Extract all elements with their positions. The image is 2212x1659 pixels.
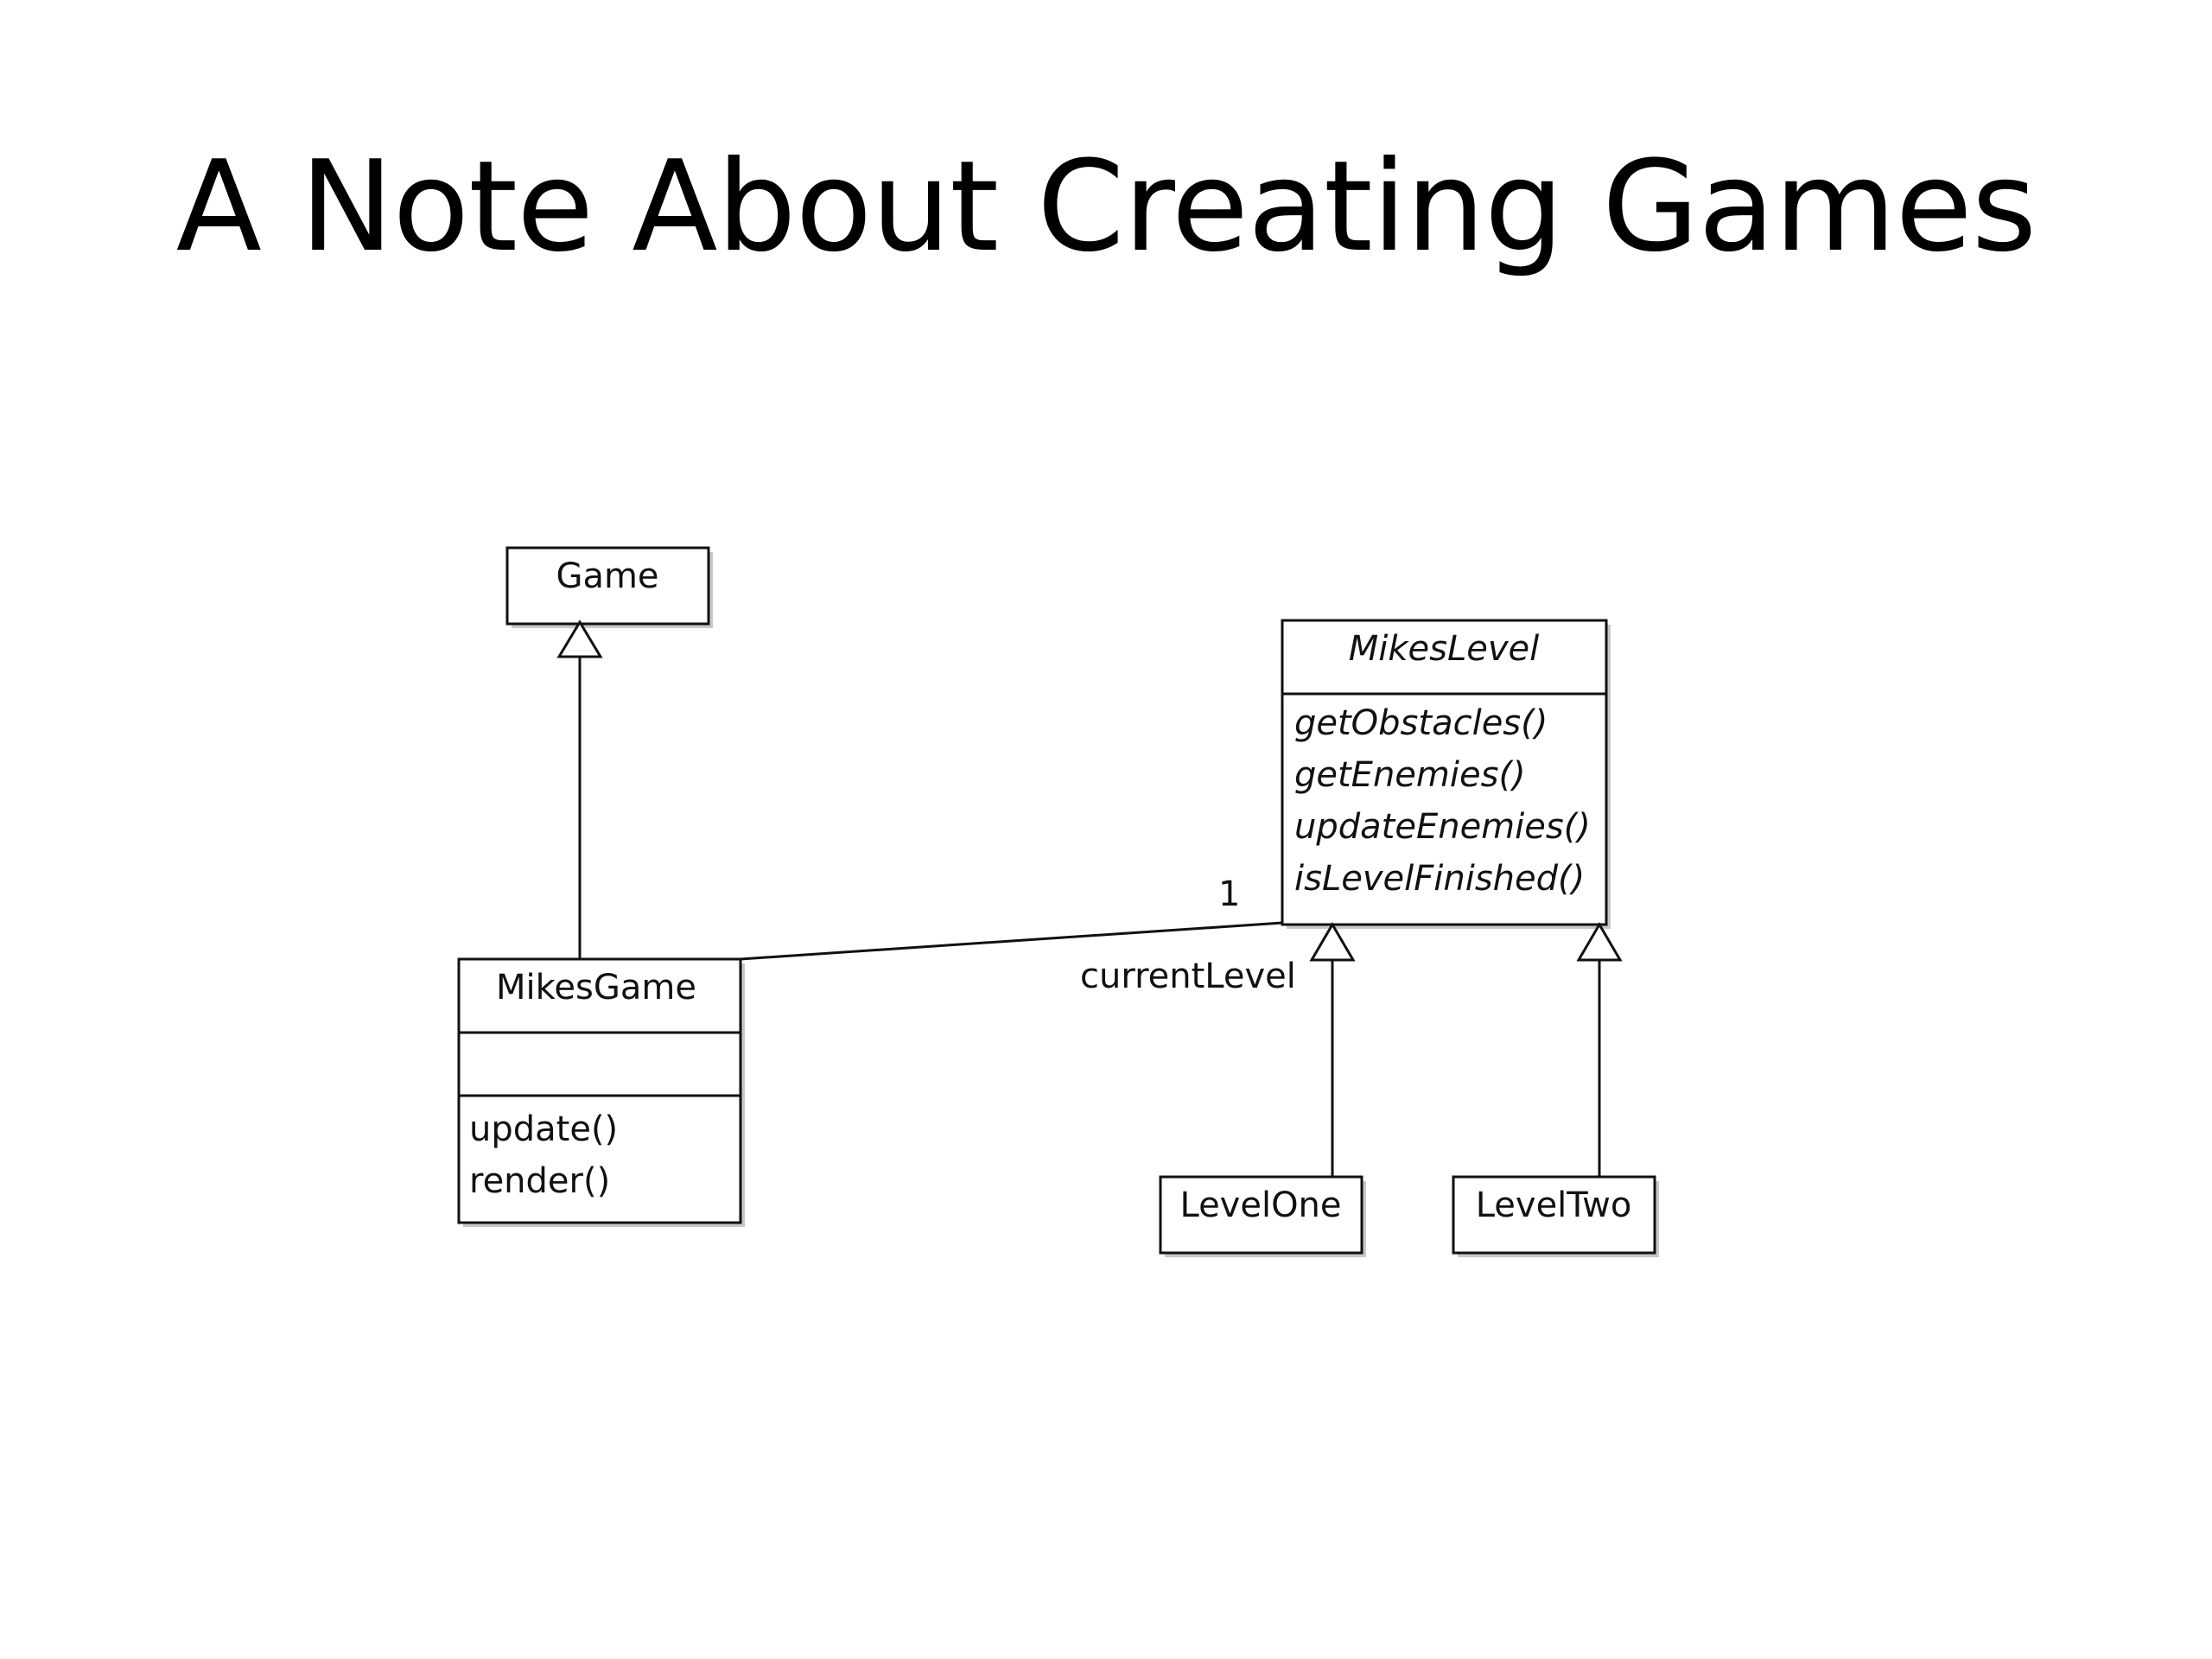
association-role: currentLevel xyxy=(1080,957,1296,996)
class-mikesgame-name: MikesGame xyxy=(496,968,696,1007)
method-update: update() xyxy=(469,1109,618,1149)
slide-title: A Note About Creating Games xyxy=(175,134,2037,280)
association-currentlevel: 1 currentLevel xyxy=(740,874,1296,996)
class-game-name: Game xyxy=(556,556,658,596)
inheritance-arrowhead xyxy=(556,620,603,658)
generalization-leveltwo-mikeslevel xyxy=(1576,922,1623,1177)
generalization-levelone-mikeslevel xyxy=(1309,922,1356,1177)
class-levelone-name: LevelOne xyxy=(1179,1185,1341,1225)
class-mikesgame: MikesGame update() render() xyxy=(457,957,745,1227)
association-multiplicity: 1 xyxy=(1218,874,1240,914)
method-getenemies: getEnemies() xyxy=(1294,755,1526,795)
method-render: render() xyxy=(469,1161,610,1201)
class-levelone: LevelOne xyxy=(1159,1175,1366,1257)
class-mikeslevel-name: MikesLevel xyxy=(1349,629,1540,669)
method-getobstacles: getObstacles() xyxy=(1294,703,1548,743)
class-leveltwo-name: LevelTwo xyxy=(1476,1185,1632,1225)
class-leveltwo: LevelTwo xyxy=(1452,1175,1659,1257)
class-game: Game xyxy=(505,546,713,628)
generalization-mikesgame-game xyxy=(556,620,603,959)
inheritance-arrowhead xyxy=(1309,922,1356,962)
class-mikeslevel: MikesLevel getObstacles() getEnemies() u… xyxy=(1281,619,1611,929)
inheritance-arrowhead xyxy=(1576,922,1623,962)
method-islevelfinished: isLevelFinished() xyxy=(1294,859,1585,899)
method-updateenemies: updateEnemies() xyxy=(1294,807,1591,847)
